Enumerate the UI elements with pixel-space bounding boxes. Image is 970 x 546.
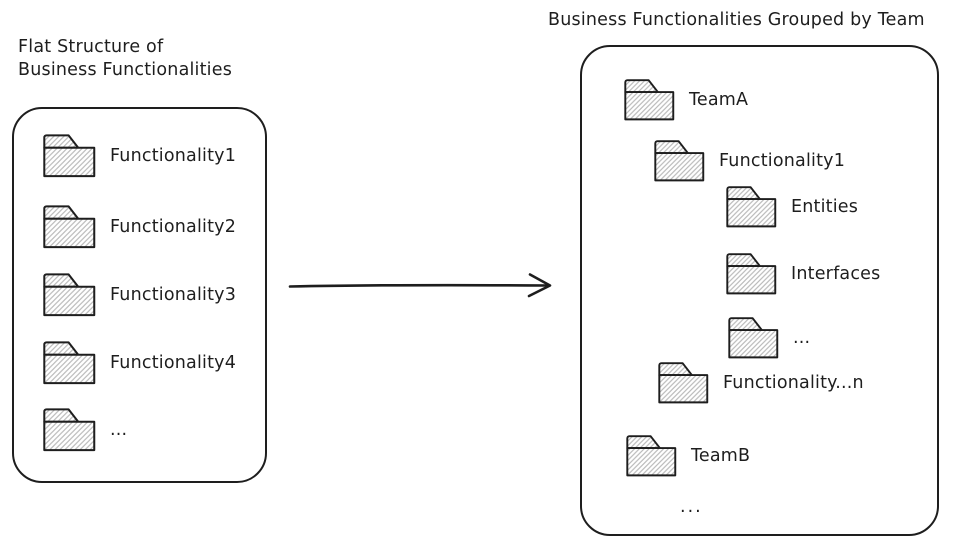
folder-icon — [626, 435, 677, 477]
folder-icon — [658, 362, 709, 404]
folder-icon — [726, 253, 777, 295]
folder-icon — [726, 186, 777, 228]
tree-item-more-ellipsis: ... — [680, 497, 703, 517]
flat-item-functionality3: Functionality3 — [42, 272, 236, 318]
folder-label: Entities — [791, 197, 859, 217]
folder-label: Functionality3 — [110, 285, 237, 305]
tree-item-teama: TeamA — [623, 78, 748, 122]
folder-label: Functionality...n — [723, 373, 864, 393]
grouped-by-team-panel — [580, 45, 939, 536]
flat-item-functionality2: Functionality2 — [42, 204, 236, 250]
flat-item-functionality4: Functionality4 — [42, 340, 236, 386]
tree-item-functionality-n: Functionality...n — [657, 361, 864, 405]
folder-label: ... — [110, 420, 128, 440]
tree-item-functionality1: Functionality1 — [653, 139, 845, 183]
flat-structure-panel — [12, 107, 267, 483]
flat-item-ellipsis: ... — [42, 407, 127, 453]
folder-label: Functionality2 — [110, 217, 237, 237]
folder-label: TeamB — [691, 446, 751, 466]
tree-item-entities: Entities — [725, 185, 858, 229]
folder-icon — [654, 140, 705, 182]
folder-label: ... — [793, 328, 811, 348]
folder-label: Interfaces — [791, 264, 881, 284]
tree-item-interfaces: Interfaces — [725, 252, 880, 296]
tree-item-ellipsis: ... — [727, 316, 810, 360]
folder-label: Functionality1 — [719, 151, 846, 171]
folder-label: Functionality4 — [110, 353, 237, 373]
folder-icon — [43, 408, 96, 452]
folder-label: Functionality1 — [110, 146, 237, 166]
folder-icon — [624, 79, 675, 121]
folder-label: TeamA — [689, 90, 749, 110]
flat-item-functionality1: Functionality1 — [42, 133, 236, 179]
transform-arrow — [288, 273, 552, 298]
left-panel-title: Flat Structure of Business Functionaliti… — [18, 37, 233, 80]
folder-icon — [43, 341, 96, 385]
right-panel-title: Business Functionalities Grouped by Team — [548, 10, 925, 30]
folder-icon — [43, 273, 96, 317]
tree-item-teamb: TeamB — [625, 434, 750, 478]
folder-icon — [43, 134, 96, 178]
folder-icon — [43, 205, 96, 249]
folder-icon — [728, 317, 779, 359]
